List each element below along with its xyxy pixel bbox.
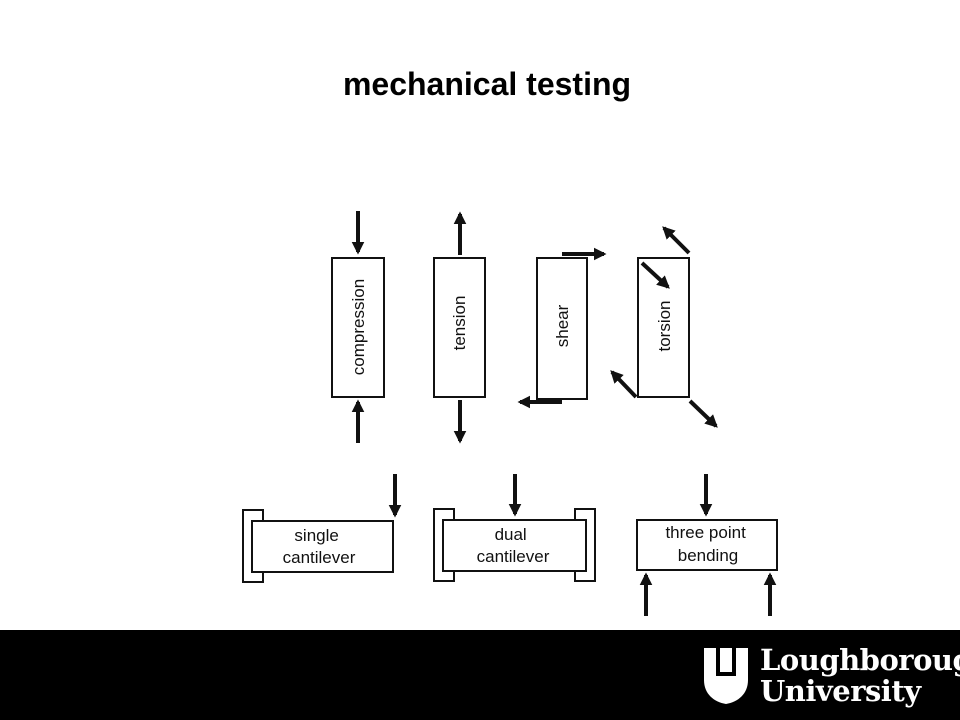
compression-specimen [331,257,385,398]
loughborough-shield-icon [704,648,748,704]
torsion-arrow-bottom-left [610,370,638,399]
tension-label: tension [450,296,469,351]
mechanical-testing-diagram: compression tension shear torsion single… [242,211,778,616]
logo-line-2: University [760,674,921,708]
tension-specimen [433,257,486,398]
tension-test: tension [433,211,486,444]
slide-title: mechanical testing [342,66,632,102]
single-cantilever-specimen [251,520,394,573]
torsion-arrow-top-inner [640,261,670,289]
single-cantilever-label: single cantilever [283,526,356,567]
three-point-bending-label: three point bending [665,523,750,565]
single-cantilever-test: single cantilever [242,474,402,583]
compression-test: compression [331,211,385,443]
torsion-arrow-bottom-right [688,399,718,428]
shear-label: shear [553,304,572,347]
logo-line-1: Loughborough [760,643,960,677]
torsion-arrow-top-outer [662,226,691,255]
dual-cantilever-test: dual cantilever [433,474,596,582]
three-point-bending-test: three point bending [636,474,778,616]
torsion-test: torsion [610,226,718,428]
three-point-bending-specimen [636,519,778,571]
shear-test: shear [517,247,607,409]
compression-label: compression [349,279,368,375]
dual-cantilever-specimen [442,519,587,572]
shear-specimen [536,257,588,400]
torsion-label: torsion [655,300,674,351]
dual-cantilever-label: dual cantilever [477,525,550,566]
footer-bar [0,630,960,720]
university-logo-text: Loughborough University [760,645,960,707]
